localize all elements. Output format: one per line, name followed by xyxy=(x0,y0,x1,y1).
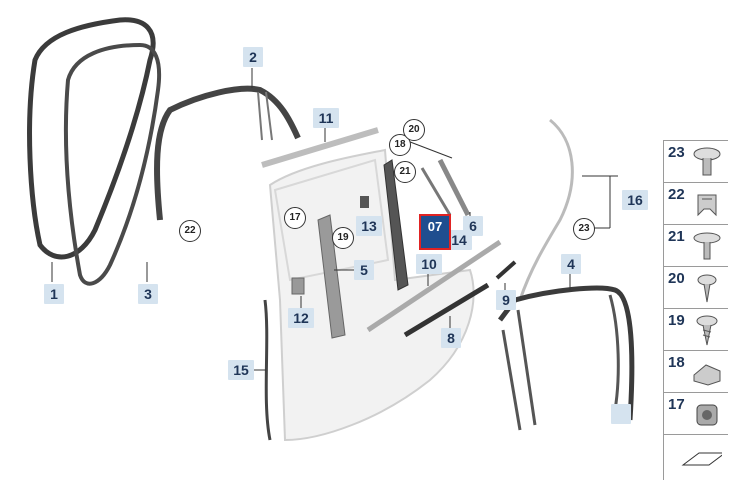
circle-callout-18[interactable]: 18 xyxy=(389,134,411,156)
legend-row-arrow xyxy=(664,434,728,481)
b-pillar-seal xyxy=(383,159,409,291)
legend-number: 22 xyxy=(668,186,685,203)
legend-number: 19 xyxy=(668,312,685,329)
legend-number: 17 xyxy=(668,396,685,413)
callout-15[interactable]: 15 xyxy=(228,360,254,380)
circle-callout-19[interactable]: 19 xyxy=(332,227,354,249)
callout-part-marker[interactable] xyxy=(611,404,631,424)
legend-number: 20 xyxy=(668,270,685,287)
washer-screw-icon xyxy=(693,232,721,260)
spring-clip-icon xyxy=(697,194,717,217)
grommet-icon xyxy=(696,404,718,426)
part-13 xyxy=(360,196,369,208)
door-seal-outer xyxy=(27,17,156,260)
callout-14[interactable]: 14 xyxy=(446,230,472,250)
callout-9[interactable]: 9 xyxy=(496,290,516,310)
push-clip-icon xyxy=(693,147,721,176)
callout-11[interactable]: 11 xyxy=(313,108,339,128)
fastener-legend: 23 22 21 20 19 18 17 xyxy=(663,140,728,480)
callout-5[interactable]: 5 xyxy=(354,260,374,280)
circle-callout-20[interactable]: 20 xyxy=(403,119,425,141)
circle-callout-17[interactable]: 17 xyxy=(284,207,306,229)
circle-callout-21[interactable]: 21 xyxy=(394,161,416,183)
callout-4[interactable]: 4 xyxy=(561,254,581,274)
legend-row-17[interactable]: 17 xyxy=(664,392,728,435)
clip-strip xyxy=(495,260,517,280)
legend-number: 23 xyxy=(668,144,685,161)
callout-13[interactable]: 13 xyxy=(356,216,382,236)
callout-3[interactable]: 3 xyxy=(138,284,158,304)
legend-row-23[interactable]: 23 xyxy=(664,140,728,183)
legend-number: 18 xyxy=(668,354,685,371)
guide-rail xyxy=(317,214,346,339)
legend-row-20[interactable]: 20 xyxy=(664,266,728,309)
legend-row-22[interactable]: 22 xyxy=(664,182,728,225)
part-12 xyxy=(291,277,305,295)
legend-row-19[interactable]: 19 xyxy=(664,308,728,351)
seal-16 xyxy=(518,118,574,301)
arrow-icon xyxy=(681,452,722,466)
callout-8[interactable]: 8 xyxy=(441,328,461,348)
legend-number: 21 xyxy=(668,228,685,245)
lower-seal-15 xyxy=(263,299,272,441)
circle-callout-22[interactable]: 22 xyxy=(179,220,201,242)
callout-10[interactable]: 10 xyxy=(416,254,442,274)
lower-strip xyxy=(403,282,490,338)
upper-trim-strip xyxy=(261,127,379,168)
legend-row-18[interactable]: 18 xyxy=(664,350,728,393)
callout-2[interactable]: 2 xyxy=(243,47,263,67)
circle-callout-23[interactable]: 23 xyxy=(573,218,595,240)
door-seal-inner xyxy=(63,42,161,286)
callout-12[interactable]: 12 xyxy=(288,308,314,328)
bracket-clip-icon xyxy=(693,364,721,386)
door-panel xyxy=(268,148,475,442)
self-tapping-screw-icon xyxy=(696,315,718,346)
callout-16[interactable]: 16 xyxy=(622,190,648,210)
belt-line-strip xyxy=(366,239,502,333)
seal-strip-6 xyxy=(437,158,471,217)
legend-row-21[interactable]: 21 xyxy=(664,224,728,267)
window-channel-seal xyxy=(154,85,301,221)
screw-icon xyxy=(697,274,717,303)
highlighted-callout[interactable]: 07 xyxy=(419,214,451,250)
window-frame-4 xyxy=(498,285,635,421)
callout-1[interactable]: 1 xyxy=(44,284,64,304)
